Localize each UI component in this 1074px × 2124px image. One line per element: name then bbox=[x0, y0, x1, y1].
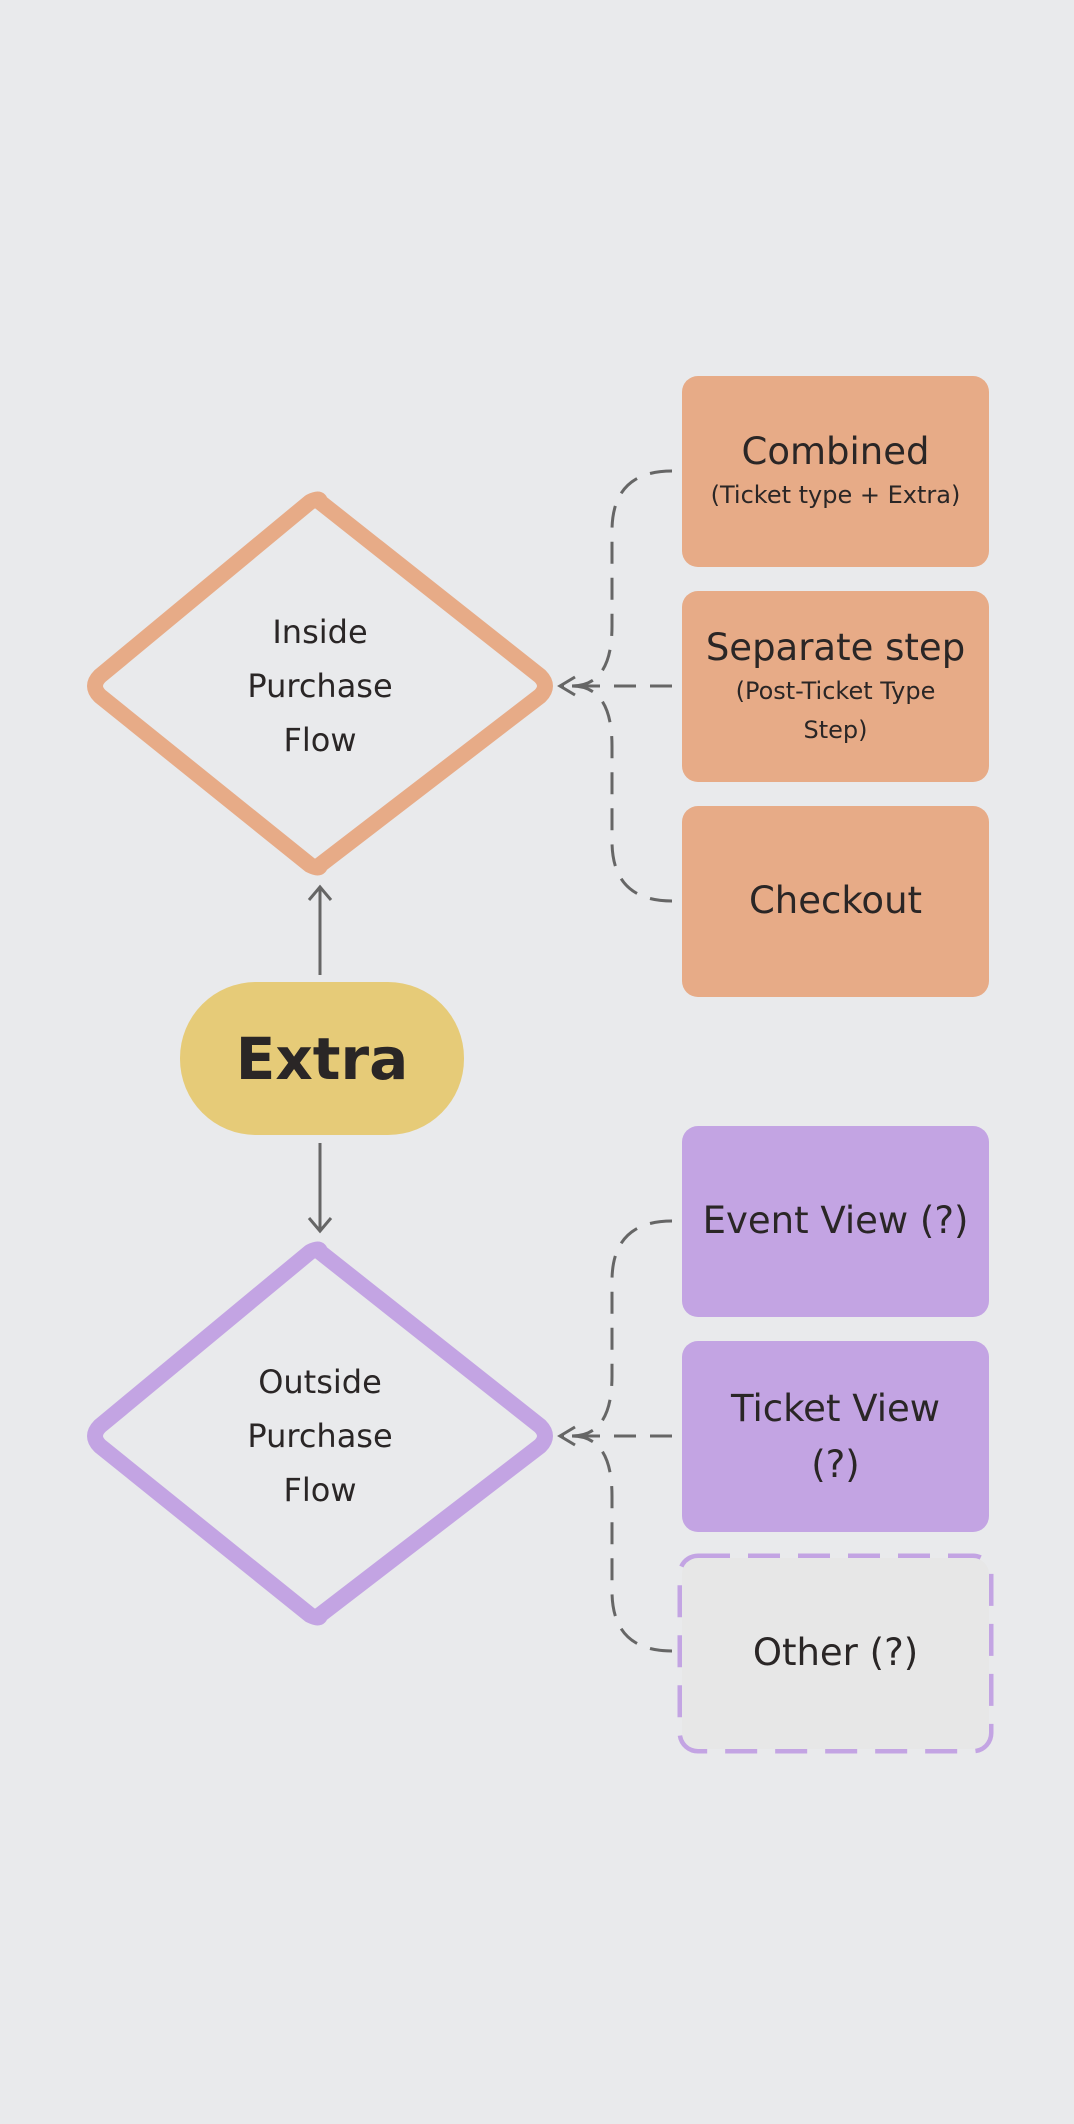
ticket-view-title: Ticket View (?) bbox=[730, 1387, 941, 1486]
event-view-option: Event View (?) bbox=[682, 1126, 989, 1317]
extra-node: Extra bbox=[180, 982, 464, 1135]
inside-purchase-flow-label: Inside Purchase Flow bbox=[220, 605, 420, 767]
combined-subtitle: (Ticket type + Extra) bbox=[710, 481, 961, 510]
combined-title: Combined bbox=[741, 430, 930, 474]
inside-connectors bbox=[562, 469, 673, 903]
inside-label-line-3: Flow bbox=[283, 721, 357, 759]
outside-label-line-1: Outside bbox=[258, 1363, 382, 1401]
separate-step-option: Separate step (Post-Ticket Type Step) bbox=[682, 591, 989, 782]
separate-step-subtitle: (Post-Ticket Type Step) bbox=[735, 677, 936, 744]
outside-connector-arrowhead bbox=[557, 1425, 576, 1447]
inside-connector-arrowhead bbox=[557, 675, 576, 697]
outside-diamond bbox=[87, 1241, 553, 1626]
extra-label: Extra bbox=[235, 1024, 409, 1093]
inside-label-line-1: Inside bbox=[272, 613, 368, 651]
outside-label-line-2: Purchase bbox=[247, 1417, 393, 1455]
checkout-option: Checkout bbox=[682, 806, 989, 997]
inside-label-line-2: Purchase bbox=[247, 667, 393, 705]
event-view-title: Event View (?) bbox=[702, 1199, 969, 1243]
combined-option: Combined (Ticket type + Extra) bbox=[682, 376, 989, 567]
inside-diamond bbox=[87, 491, 553, 876]
other-option: Other (?) bbox=[682, 1558, 989, 1749]
outside-purchase-flow-label: Outside Purchase Flow bbox=[220, 1355, 420, 1517]
outside-connectors bbox=[562, 1219, 673, 1653]
arrowhead-outside bbox=[307, 1217, 333, 1234]
other-title: Other (?) bbox=[752, 1631, 919, 1675]
checkout-title: Checkout bbox=[748, 879, 923, 923]
arrowhead-inside bbox=[307, 884, 333, 901]
separate-step-title: Separate step bbox=[705, 626, 966, 670]
outside-label-line-3: Flow bbox=[283, 1471, 357, 1509]
ticket-view-option: Ticket View (?) bbox=[682, 1341, 989, 1532]
